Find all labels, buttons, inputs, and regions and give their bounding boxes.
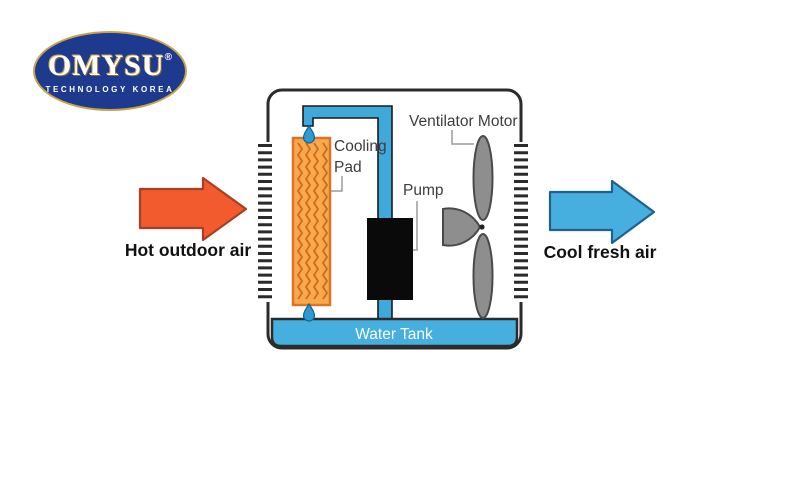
water-tank-label: Water Tank: [355, 326, 433, 343]
cool-air-arrow-icon: [548, 179, 656, 245]
pump-leader-line: [413, 201, 418, 251]
brand-logo: OMYSU® TECHNOLOGY KOREA: [33, 31, 187, 111]
cooling-pad-label-line1: Cooling: [334, 138, 387, 155]
fan-blade-bottom: [472, 233, 494, 319]
cooling-pad-zigzag-pattern: [296, 142, 328, 300]
registered-trademark-icon: ®: [164, 51, 173, 63]
pump-label: Pump: [403, 182, 444, 199]
fan-hub: [479, 224, 485, 230]
logo-tagline: TECHNOLOGY KOREA: [45, 84, 175, 94]
hot-air-label: Hot outdoor air: [125, 240, 252, 260]
fan-blade-top: [472, 135, 494, 221]
water-tank: [270, 317, 519, 348]
cool-air-label: Cool fresh air: [544, 242, 657, 262]
pump-body: [367, 218, 413, 300]
ventilator-motor-label: Ventilator Motor: [409, 113, 518, 130]
ventilator-leader-line: [451, 130, 474, 145]
water-droplet-top-icon: [302, 124, 316, 144]
water-pipe: [302, 105, 393, 326]
cooling-pad-leader-line: [331, 176, 343, 192]
logo-ellipse: OMYSU® TECHNOLOGY KOREA: [33, 31, 187, 111]
logo-brand-name: OMYSU: [47, 48, 165, 82]
cooling-pad: [291, 136, 332, 307]
cooling-pad-label-line2: Pad: [334, 159, 362, 176]
ventilator-fan-icon: [442, 135, 494, 319]
logo-brand-text: OMYSU®: [47, 48, 173, 82]
hot-air-arrow-icon: [138, 176, 248, 242]
